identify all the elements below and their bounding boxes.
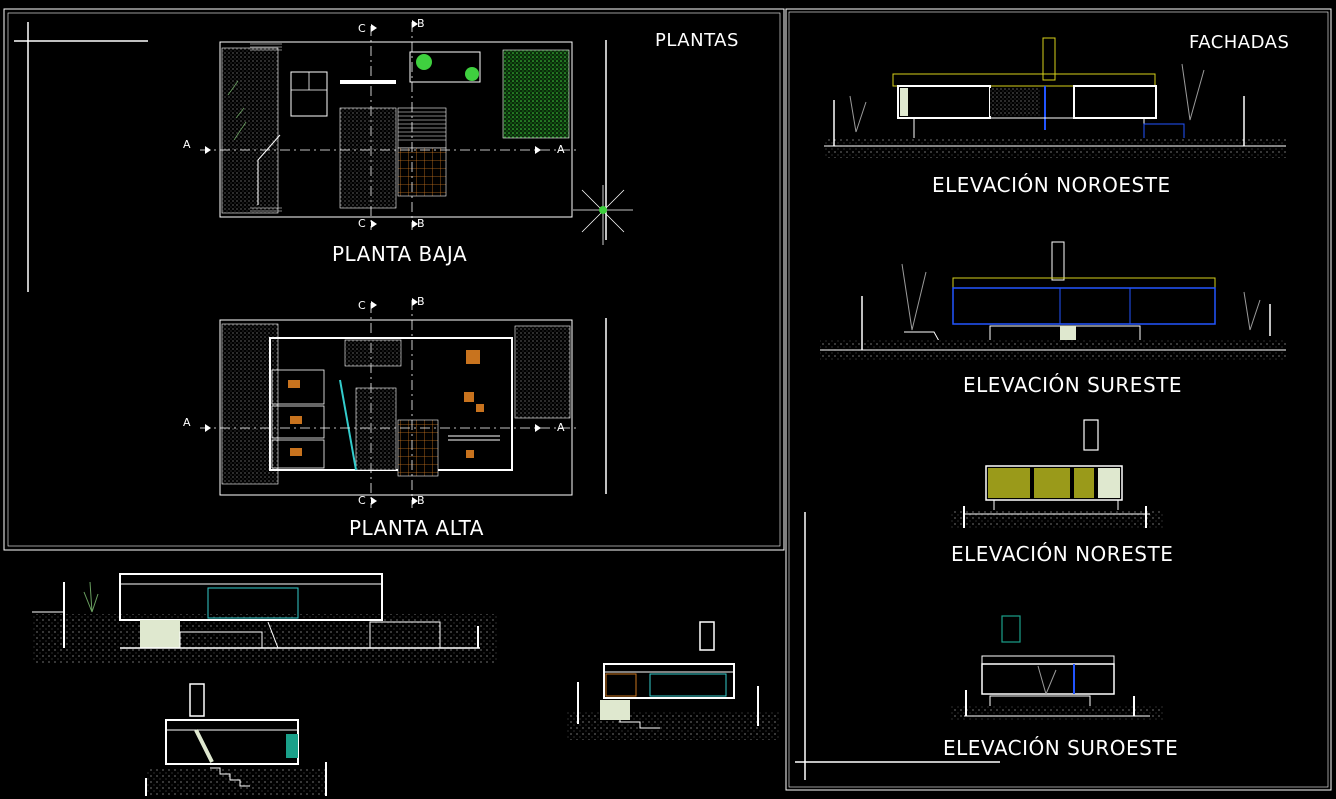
- sheet-title-fachadas: FACHADAS: [1189, 32, 1290, 53]
- section-mark-b-top-upper: B: [417, 295, 426, 308]
- section-mark-a-right: A: [557, 143, 566, 156]
- elevation-title-noreste: ELEVACIÓN NORESTE: [951, 542, 1174, 566]
- section-mark-c-bottom: C: [358, 217, 367, 230]
- section-mark-a-right-upper: A: [557, 421, 566, 434]
- elevation-northeast: [950, 419, 1164, 528]
- plan-title-ground: PLANTA BAJA: [332, 242, 468, 266]
- section-transversal-1: [145, 683, 327, 796]
- section-mark-a-left-upper: A: [183, 416, 192, 429]
- section-mark-a-left: A: [183, 138, 192, 151]
- elevation-southeast: [820, 241, 1286, 360]
- section-mark-c-bottom-upper: C: [358, 494, 367, 507]
- section-transversal-2: [566, 621, 780, 740]
- elevation-northwest: [824, 37, 1286, 158]
- elevation-southwest: [950, 615, 1164, 720]
- section-mark-b-bottom-upper: B: [417, 494, 426, 507]
- ground-floor-plan: [200, 20, 633, 245]
- upper-floor-plan: [200, 298, 580, 508]
- section-longitudinal: [32, 573, 497, 664]
- section-mark-c-top-upper: C: [358, 299, 367, 312]
- plan-title-upper: PLANTA ALTA: [349, 516, 484, 540]
- sheet-title-plantas: PLANTAS: [655, 30, 739, 51]
- elevation-title-suroeste: ELEVACIÓN SUROESTE: [943, 736, 1179, 760]
- elevation-title-noroeste: ELEVACIÓN NOROESTE: [932, 173, 1171, 197]
- crop-marks: [14, 22, 1000, 780]
- section-mark-b-bottom: B: [417, 217, 426, 230]
- sheet-frames: [3, 8, 1332, 791]
- elevation-title-sureste: ELEVACIÓN SURESTE: [963, 373, 1182, 397]
- section-mark-b-top: B: [417, 17, 426, 30]
- section-mark-c-top: C: [358, 22, 367, 35]
